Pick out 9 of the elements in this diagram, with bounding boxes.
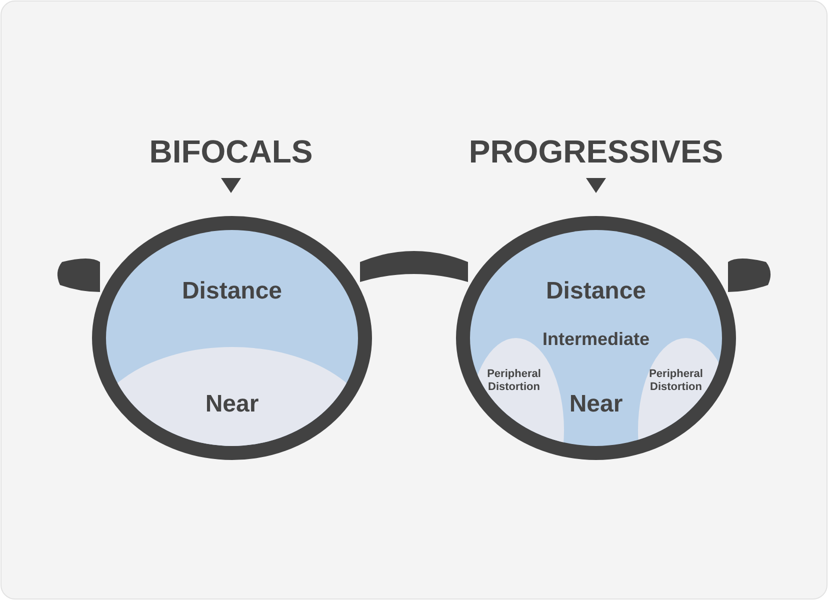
lens-type-heading: BIFOCALS xyxy=(149,134,313,170)
zone-label: Intermediate xyxy=(542,329,650,351)
zone-label: Peripheral Distortion xyxy=(648,368,704,394)
zone-label: Distance xyxy=(546,278,646,306)
lens-type-heading: PROGRESSIVES xyxy=(468,134,724,170)
zone-label: Near xyxy=(205,390,259,420)
zone-label: Distance xyxy=(182,278,282,306)
zone-label: Near xyxy=(569,390,623,420)
zone-label: Peripheral Distortion xyxy=(486,368,542,394)
